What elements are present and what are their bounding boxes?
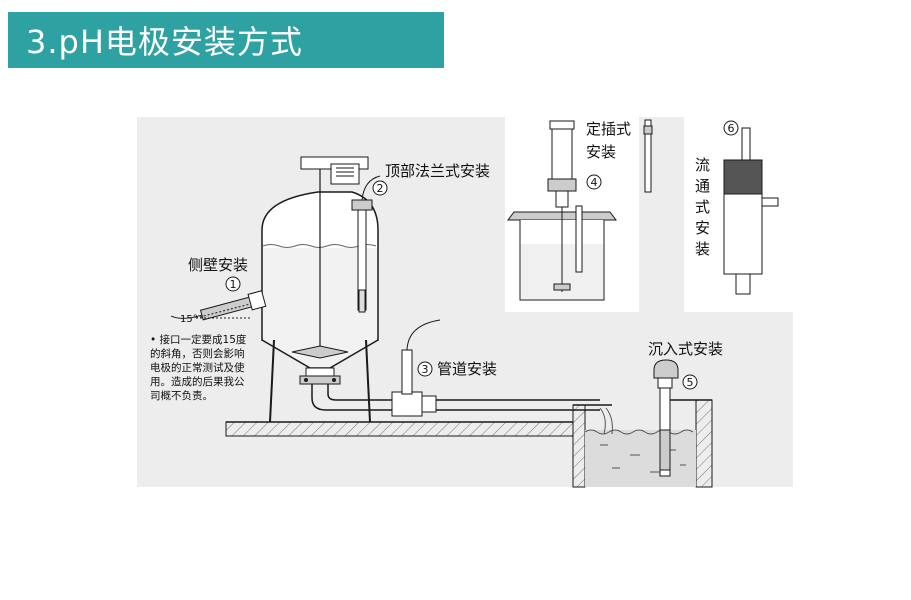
note-line-2: 的斜角，否则会影响: [150, 347, 245, 360]
marker-5: 5: [682, 374, 698, 390]
marker-3: 3: [417, 361, 433, 377]
label-flow-3: 式: [695, 198, 710, 216]
svg-text:6: 6: [728, 122, 735, 135]
label-side-wall: 侧壁安装: [188, 256, 248, 274]
electrode-pipeline: [401, 319, 441, 395]
label-flow-5: 装: [695, 240, 710, 258]
marker-4: 4: [586, 174, 602, 190]
flow-cell: [723, 127, 779, 295]
page-title: 3.pH电极安装方式: [26, 23, 303, 61]
label-submerged: 沉入式安装: [648, 340, 723, 358]
note-line-1: • 接口一定要成15度: [150, 333, 247, 346]
label-pipeline: 管道安装: [437, 360, 497, 378]
label-fixed-insert-line1: 定插式: [586, 120, 631, 138]
marker-2: 2: [372, 180, 388, 196]
electrode-top-flange: [351, 175, 381, 313]
note-line-5: 司概不负责。: [150, 389, 213, 402]
label-fixed-insert-line2: 安装: [586, 143, 616, 161]
svg-text:4: 4: [591, 176, 598, 189]
fixed-insert-reactor: [507, 119, 653, 301]
label-flow-2: 通: [695, 177, 710, 195]
marker-1: 1: [225, 276, 241, 292]
note-line-4: 用。造成的后果我公: [150, 375, 245, 388]
svg-text:1: 1: [230, 278, 237, 291]
svg-text:5: 5: [687, 376, 694, 389]
ground: [225, 399, 713, 488]
label-top-flange: 顶部法兰式安装: [385, 162, 490, 180]
note-line-3: 电极的正常测试及使: [150, 361, 245, 374]
tank: [261, 156, 379, 423]
svg-text:2: 2: [377, 182, 384, 195]
angle-label: 15°: [180, 314, 198, 325]
marker-6: 6: [723, 120, 739, 136]
installation-note: • 接口一定要成15度 的斜角，否则会影响 电极的正常测试及使 用。造成的后果我…: [150, 333, 247, 402]
pool-water: [584, 407, 696, 487]
title-bar: 3.pH电极安装方式: [8, 12, 444, 68]
electrode-submerged: [653, 359, 679, 477]
svg-text:3: 3: [422, 363, 429, 376]
pipeline: [311, 384, 600, 417]
label-flow-4: 安: [695, 219, 710, 237]
label-flow-1: 流: [695, 156, 710, 174]
electrode-side-wall: [170, 290, 267, 321]
